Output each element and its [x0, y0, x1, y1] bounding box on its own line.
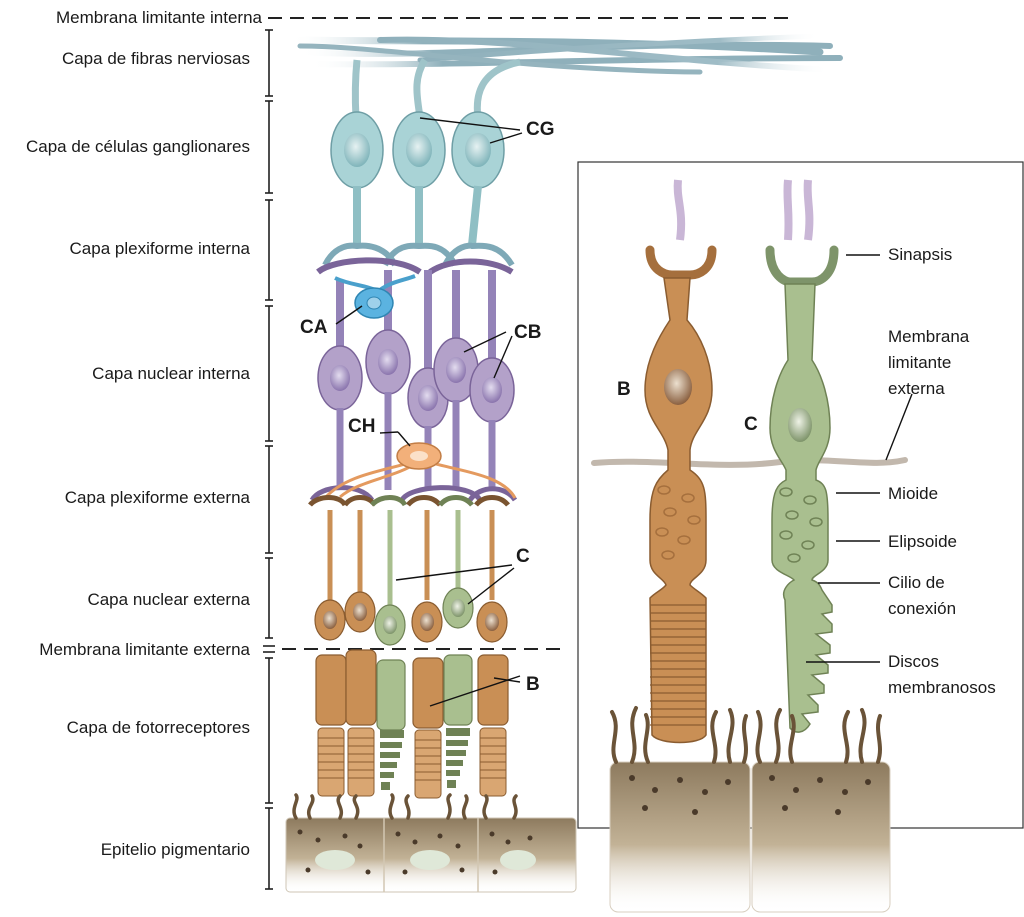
callout-membrana-3: externa	[888, 379, 945, 399]
amacrine-cell	[335, 276, 415, 318]
inset-label-rod: B	[617, 380, 631, 400]
label-cb: CB	[514, 323, 541, 343]
callout-membrana-1: Membrana	[888, 327, 969, 347]
callout-discos-2: membranosos	[888, 678, 996, 698]
callout-sinapsis: Sinapsis	[888, 245, 952, 265]
label-cg: CG	[526, 120, 555, 140]
label-ch: CH	[348, 417, 375, 437]
callout-cilio-1: Cilio de	[888, 573, 945, 593]
label-b: B	[526, 675, 540, 695]
ganglion-cells	[325, 60, 520, 265]
callout-membrana-2: limitante	[888, 353, 951, 373]
layer-brackets	[263, 30, 275, 889]
callout-cilio-2: conexión	[888, 599, 956, 619]
left-pigment-epithelium	[286, 795, 576, 892]
inset-label-cone: C	[744, 415, 758, 435]
nerve-fibers	[290, 36, 840, 72]
callout-elipsoide: Elipsoide	[888, 532, 957, 552]
callout-mioide: Mioide	[888, 484, 938, 504]
left-photoreceptors	[310, 498, 508, 799]
label-ca: CA	[300, 318, 327, 338]
callout-discos-1: Discos	[888, 652, 939, 672]
label-c: C	[516, 547, 530, 567]
